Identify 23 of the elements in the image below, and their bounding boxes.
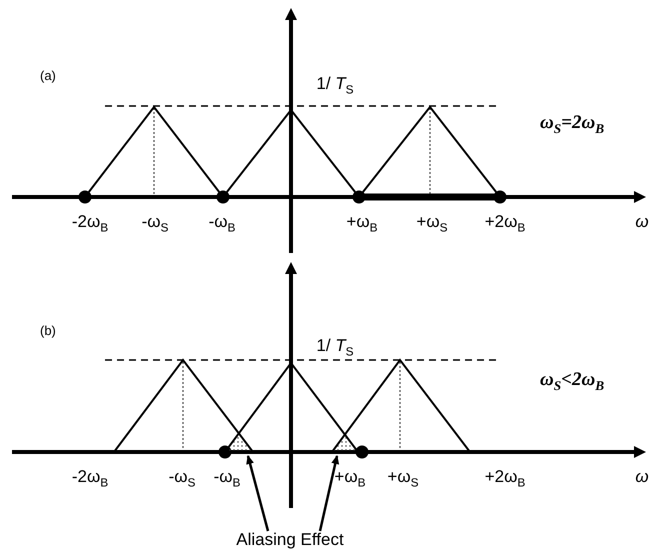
arrow (246, 455, 270, 532)
axis-tick-label: +ω$_{S}$ (387, 467, 419, 490)
sampling-condition: ω$_{S}$<2ω$_{B}$ (540, 369, 604, 394)
axis-label: ω (635, 467, 649, 488)
axis-label: ω (635, 212, 649, 232)
axis-tick-label: -2ω$_{B}$ (72, 467, 108, 490)
panel-label: (b) (40, 323, 56, 339)
axis-tick-label: +2ω$_{B}$ (484, 467, 526, 490)
sampling-condition: ω$_{S}$=2ω$_{B}$ (540, 112, 604, 137)
axis-tick-label: -2ω$_{B}$ (72, 212, 108, 235)
axis-tick-label: -ω$_{S}$ (168, 467, 196, 490)
amplitude-label: 1/ T$_{S}$ (316, 336, 354, 359)
panel-label: (a) (40, 68, 56, 84)
axis-tick-label: +ω$_{B}$ (346, 212, 378, 235)
axis-tick-label: +2ω$_{B}$ (484, 212, 526, 235)
axis-tick-label: +ω$_{B}$ (334, 467, 366, 490)
axis-tick-label: -ω$_{B}$ (208, 212, 236, 235)
amplitude-label: 1/ T$_{S}$ (316, 74, 354, 97)
arrow (318, 455, 340, 532)
axis-tick-label: +ω$_{S}$ (416, 212, 448, 235)
annotation-text: Aliasing Effect (236, 530, 344, 550)
axis-tick-label: -ω$_{B}$ (214, 467, 240, 490)
axis-tick-label: -ω$_{S}$ (142, 212, 168, 235)
